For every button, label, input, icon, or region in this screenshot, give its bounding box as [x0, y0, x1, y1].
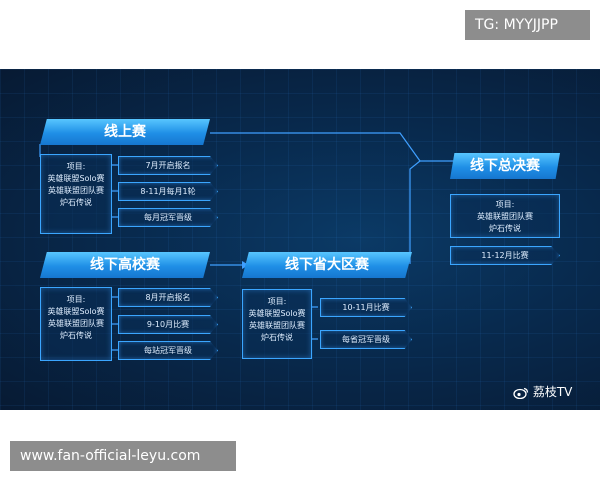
info-line: 英雄联盟团队赛	[249, 321, 305, 330]
info-line: 炉石传说	[60, 198, 92, 207]
info-line: 炉石传说	[261, 333, 293, 342]
connector-lines	[39, 132, 462, 351]
info-line: 英雄联盟Solo赛	[47, 174, 105, 183]
regional-step-2: 每省冠军晋级	[320, 330, 412, 349]
online-info-box: 项目: 英雄联盟Solo赛 英雄联盟团队赛 炉石传说	[40, 154, 112, 234]
info-line: 英雄联盟团队赛	[477, 212, 533, 221]
url-tag: www.fan-official-leyu.com	[10, 441, 236, 471]
info-line: 项目:	[495, 200, 515, 209]
stage-campus-title: 线下高校赛	[90, 257, 160, 273]
campus-step-2: 9-10月比赛	[118, 315, 218, 334]
final-step-1: 11-12月比赛	[450, 246, 560, 265]
watermark-text: 荔枝TV	[532, 385, 573, 399]
stage-online: 线上赛	[40, 119, 210, 145]
stage-final-title: 线下总决赛	[470, 158, 540, 174]
info-line: 项目:	[267, 297, 287, 306]
info-line: 英雄联盟Solo赛	[248, 309, 306, 318]
online-step-1: 7月开启报名	[118, 156, 218, 175]
watermark: 荔枝TV	[513, 383, 572, 400]
connector-regional-final	[409, 160, 421, 264]
final-info-box: 项目: 英雄联盟团队赛 炉石传说	[450, 194, 560, 238]
stage-campus: 线下高校赛	[40, 252, 210, 278]
connector-regional-steps	[312, 306, 318, 340]
info-line: 英雄联盟Solo赛	[47, 307, 105, 316]
info-line: 英雄联盟团队赛	[48, 319, 104, 328]
info-line: 项目:	[66, 295, 86, 304]
online-step-2: 8-11月每月1轮	[118, 182, 218, 201]
stage-regional: 线下省大区赛	[242, 252, 412, 278]
connector-online-steps	[112, 164, 118, 218]
info-line: 英雄联盟团队赛	[48, 186, 104, 195]
info-line: 炉石传说	[489, 224, 521, 233]
tg-tag: TG: MYYJJPP	[465, 10, 590, 40]
regional-step-1: 10-11月比赛	[320, 298, 412, 317]
info-line: 炉石传说	[60, 331, 92, 340]
weibo-logo-icon	[513, 387, 529, 399]
online-step-3: 每月冠军晋级	[118, 208, 218, 227]
tournament-flow-panel: 线上赛 项目: 英雄联盟Solo赛 英雄联盟团队赛 炉石传说 7月开启报名 8-…	[0, 69, 600, 410]
info-line: 项目:	[66, 162, 86, 171]
campus-info-box: 项目: 英雄联盟Solo赛 英雄联盟团队赛 炉石传说	[40, 287, 112, 361]
regional-info-box: 项目: 英雄联盟Solo赛 英雄联盟团队赛 炉石传说	[242, 289, 312, 359]
connector-online-final	[210, 132, 455, 162]
connector-campus-steps	[112, 296, 118, 351]
stage-online-title: 线上赛	[104, 124, 146, 140]
campus-step-3: 每站冠军晋级	[118, 341, 218, 360]
stage-final: 线下总决赛	[450, 153, 560, 179]
campus-step-1: 8月开启报名	[118, 288, 218, 307]
stage-regional-title: 线下省大区赛	[285, 257, 369, 273]
